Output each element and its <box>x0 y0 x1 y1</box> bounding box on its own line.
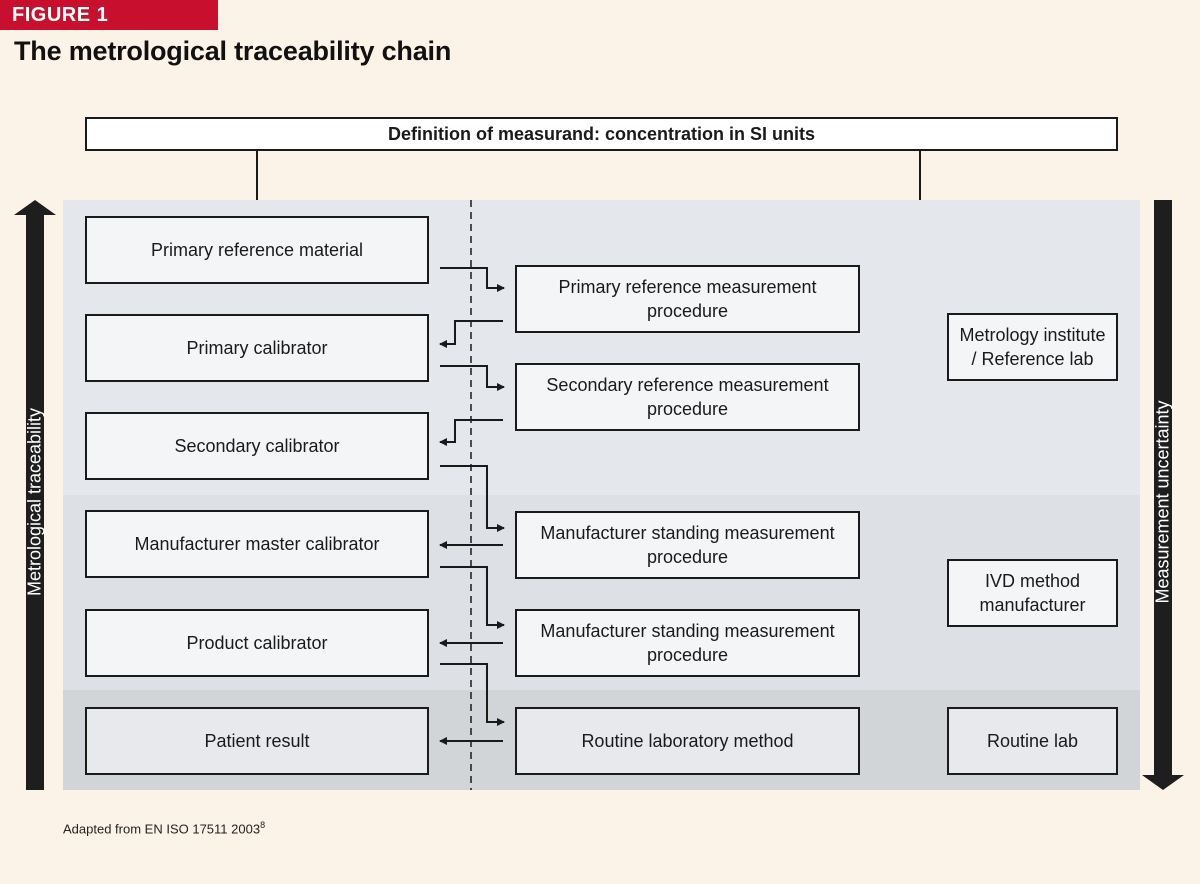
label-ivd-method-manufacturer: IVD method manufacturer <box>979 571 1086 615</box>
uncertainty-arrow <box>1142 200 1184 790</box>
connector-arrow <box>439 419 503 446</box>
connector-arrow <box>440 365 505 391</box>
box-primary-calibrator: Primary calibrator <box>85 314 429 382</box>
box-primary-reference-material: Primary reference material <box>85 216 429 284</box>
figure-title: The metrological traceability chain <box>14 36 452 66</box>
label-manufacturer-standing-procedure-1: Manufacturer standing measurement proced… <box>540 523 835 567</box>
box-secondary-calibrator: Secondary calibrator <box>85 412 429 480</box>
traceability-arrow <box>14 200 56 790</box>
box-manufacturer-master-calibrator: Manufacturer master calibrator <box>85 510 429 578</box>
label-routine-lab: Routine lab <box>986 731 1079 751</box>
connector-arrow <box>440 566 505 629</box>
definition-connector-right <box>919 151 921 200</box>
measurand-definition-box: Definition of measurand: concentration i… <box>85 117 1118 151</box>
label-primary-reference-material: Primary reference material <box>150 240 364 260</box>
label-secondary-reference-procedure: Secondary reference measurement procedur… <box>546 375 829 419</box>
measurand-definition-text: Definition of measurand: concentration i… <box>387 123 816 144</box>
measurement-uncertainty-label: Measurement uncertainty <box>1152 400 1173 604</box>
box-routine-laboratory-method: Routine laboratory method <box>515 707 860 775</box>
connector-arrow <box>439 320 503 348</box>
label-primary-calibrator: Primary calibrator <box>186 338 328 358</box>
box-routine-lab: Routine lab <box>947 707 1118 775</box>
box-metrology-institute: Metrology institute / Reference lab <box>947 313 1118 381</box>
footnote-reference: 8 <box>260 820 266 830</box>
label-secondary-calibrator: Secondary calibrator <box>174 436 340 456</box>
box-product-calibrator: Product calibrator <box>85 609 429 677</box>
label-routine-laboratory-method: Routine laboratory method <box>581 731 794 751</box>
definition-connector-left <box>256 151 258 200</box>
label-patient-result: Patient result <box>204 731 310 751</box>
box-secondary-reference-procedure: Secondary reference measurement procedur… <box>515 363 860 431</box>
source-footnote: Adapted from EN ISO 17511 20038 <box>63 820 265 836</box>
footnote-text: Adapted from EN ISO 17511 2003 <box>63 821 261 837</box>
figure-label: FIGURE 1 <box>0 0 218 30</box>
box-manufacturer-standing-procedure-2: Manufacturer standing measurement proced… <box>515 609 860 677</box>
metrological-traceability-label: Metrological traceability <box>24 407 45 597</box>
box-ivd-method-manufacturer: IVD method manufacturer <box>947 559 1118 627</box>
label-manufacturer-standing-procedure-2: Manufacturer standing measurement proced… <box>540 621 835 665</box>
label-primary-reference-procedure: Primary reference measurement procedure <box>558 277 817 321</box>
connector-arrow <box>440 465 505 532</box>
label-metrology-institute: Metrology institute / Reference lab <box>959 325 1106 369</box>
box-primary-reference-procedure: Primary reference measurement procedure <box>515 265 860 333</box>
box-manufacturer-standing-procedure-1: Manufacturer standing measurement proced… <box>515 511 860 579</box>
box-patient-result: Patient result <box>85 707 429 775</box>
connector-arrow <box>440 663 505 726</box>
label-product-calibrator: Product calibrator <box>186 633 328 653</box>
connector-arrow <box>440 267 505 292</box>
label-manufacturer-master-calibrator: Manufacturer master calibrator <box>134 534 380 554</box>
